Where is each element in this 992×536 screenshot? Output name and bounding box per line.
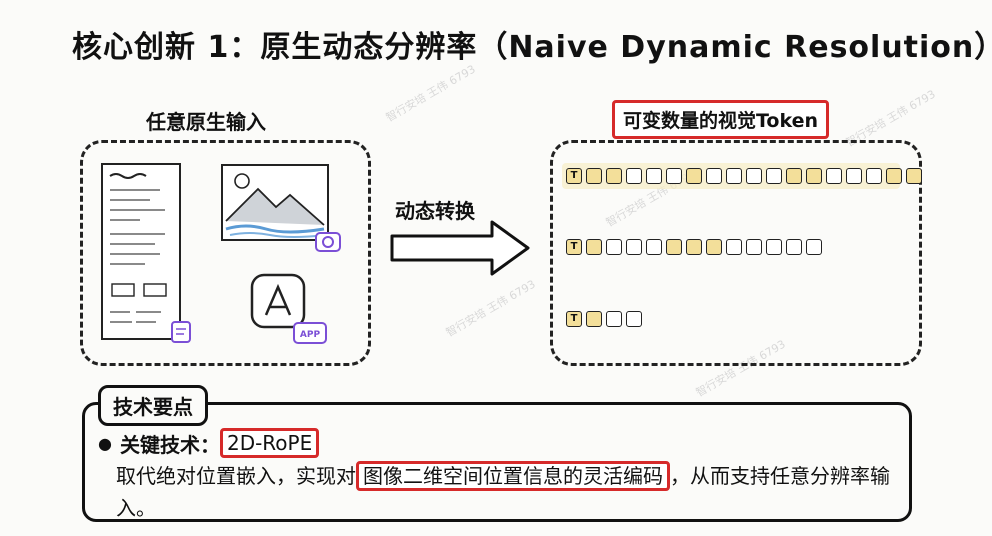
token bbox=[626, 168, 642, 184]
transform-label: 动态转换 bbox=[395, 199, 475, 223]
token bbox=[886, 168, 902, 184]
token bbox=[626, 311, 642, 327]
output-label: 可变数量的视觉Token bbox=[612, 100, 830, 139]
token-start: T bbox=[566, 239, 582, 255]
description-part-2: ，从而支持任意分辨率输入。 bbox=[116, 464, 890, 520]
token-row: T bbox=[566, 168, 922, 184]
token-row: T bbox=[566, 311, 642, 327]
token bbox=[666, 239, 682, 255]
token bbox=[906, 168, 922, 184]
token bbox=[606, 239, 622, 255]
key-tech-label: 关键技术： bbox=[119, 432, 220, 457]
token bbox=[586, 168, 602, 184]
app-badge-label: APP bbox=[300, 330, 321, 340]
points-heading: 技术要点 bbox=[98, 385, 208, 426]
file-edit-icon bbox=[171, 321, 191, 343]
token bbox=[786, 168, 802, 184]
token bbox=[766, 239, 782, 255]
watermark: 智行安培 王伟 6793 bbox=[443, 277, 538, 340]
camera-icon bbox=[315, 232, 341, 252]
token bbox=[746, 239, 762, 255]
output-panel bbox=[550, 140, 922, 366]
token-row: T bbox=[566, 239, 822, 255]
token-start: T bbox=[566, 168, 582, 184]
document-icon bbox=[101, 163, 191, 343]
input-panel bbox=[80, 140, 371, 366]
token bbox=[846, 168, 862, 184]
bullet-icon: ● bbox=[98, 433, 112, 453]
page-title: 核心创新 1：原生动态分辨率（Naive Dynamic Resolution） bbox=[72, 30, 992, 65]
landscape-image-icon bbox=[221, 164, 341, 252]
token bbox=[646, 168, 662, 184]
token bbox=[726, 168, 742, 184]
transform-arrow-icon bbox=[390, 220, 530, 276]
description: 取代绝对位置嵌入，实现对图像二维空间位置信息的灵活编码，从而支持任意分辨率输入。 bbox=[116, 460, 896, 524]
token bbox=[646, 239, 662, 255]
description-part-1: 取代绝对位置嵌入，实现对 bbox=[116, 464, 356, 488]
token bbox=[586, 311, 602, 327]
token bbox=[606, 168, 622, 184]
token bbox=[766, 168, 782, 184]
token bbox=[806, 168, 822, 184]
token bbox=[586, 239, 602, 255]
token-start: T bbox=[566, 311, 582, 327]
token bbox=[806, 239, 822, 255]
input-label: 任意原生输入 bbox=[146, 110, 266, 134]
description-highlight: 图像二维空间位置信息的灵活编码 bbox=[356, 461, 670, 491]
key-tech-line: ● 关键技术： 2D-RoPE bbox=[98, 428, 320, 458]
token bbox=[626, 239, 642, 255]
key-tech-value: 2D-RoPE bbox=[219, 428, 320, 458]
token bbox=[706, 239, 722, 255]
token bbox=[686, 239, 702, 255]
points-panel bbox=[82, 402, 912, 522]
token bbox=[606, 311, 622, 327]
token bbox=[786, 239, 802, 255]
token bbox=[666, 168, 682, 184]
token bbox=[746, 168, 762, 184]
token bbox=[826, 168, 842, 184]
token bbox=[706, 168, 722, 184]
token bbox=[866, 168, 882, 184]
token bbox=[726, 239, 742, 255]
token bbox=[686, 168, 702, 184]
watermark: 智行安培 王伟 6793 bbox=[383, 62, 478, 125]
app-store-icon: APP bbox=[250, 273, 327, 344]
